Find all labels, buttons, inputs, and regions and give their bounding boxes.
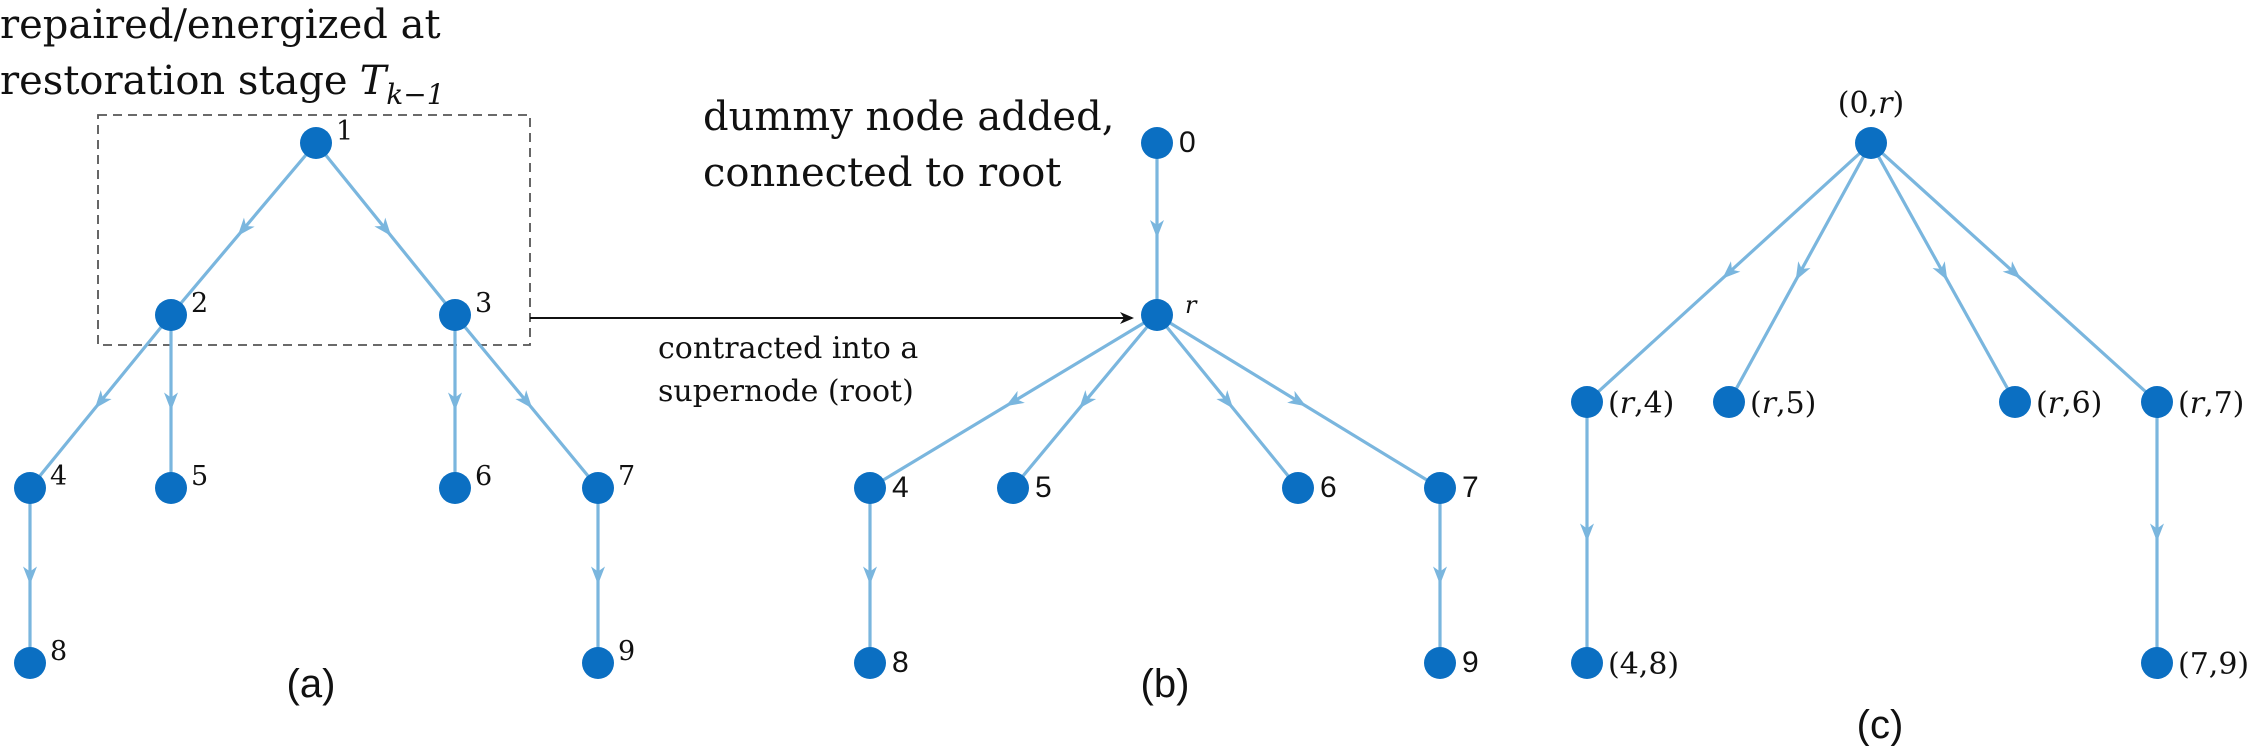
node-b-0 [1141,127,1173,159]
node-label-c-48: (4,8) [1608,647,1679,682]
panel-c-nodes: (0,r) (r,4) (r,5) (r,6) (r,7) (4,8) (7,9) [1571,86,2249,682]
contraction-label-line-2: supernode (root) [658,374,914,409]
node-b-9 [1424,647,1456,679]
node-label-c-r5: (r,5) [1750,386,1816,421]
edge-arrow-c-0r-r4 [1722,261,1741,279]
edge-arrow-a-2-4 [94,390,112,409]
edge-arrow-c-0r-r5 [1795,261,1811,281]
panel-b-nodes: 0 r 4 5 6 7 8 9 [854,126,1479,679]
node-label-a-7: 7 [618,461,635,492]
edge-arrow-c-0r-r6 [1932,261,1948,281]
node-a-1 [300,127,332,159]
node-label-b-5: 5 [1035,471,1052,504]
edge-arrow-c-0r-r7 [2002,261,2021,279]
edge-arrow-b-r-4 [1005,390,1025,407]
node-b-r [1141,299,1173,331]
node-label-b-7: 7 [1462,471,1479,504]
edge-arrow-b-0-r [1150,220,1164,238]
edge-arrow-a-2-5 [164,392,178,411]
edge-arrow-b-r-6 [1216,390,1234,409]
node-b-8 [854,647,886,679]
node-label-b-0: 0 [1179,126,1196,159]
edge-arrow-b-r-7 [1287,390,1307,407]
panel-a-nodes: 1 2 3 4 5 6 7 8 9 [14,116,635,679]
node-c-0r [1855,127,1887,159]
energized-region-box [97,114,531,346]
node-a-7 [582,472,614,504]
node-a-4 [14,472,46,504]
node-label-b-8: 8 [892,646,909,679]
node-label-a-4: 4 [50,461,67,492]
node-c-r5 [1713,386,1745,418]
panel-b-annotation-line-2: connected to root [703,150,1061,196]
panel-b-annotation-line-1: dummy node added, [703,94,1114,140]
node-c-48 [1571,647,1603,679]
panel-a-edges [23,141,605,663]
edge-arrow-a-1-2 [237,217,255,236]
node-b-6 [1282,472,1314,504]
edge-arrow-a-1-3 [374,217,392,236]
edge-arrow-b-7-9 [1433,566,1447,585]
edge-arrow-a-7-9 [591,566,605,585]
panel-b: dummy node added, connected to root 0 r 4 5… [703,94,1479,706]
node-b-4 [854,472,886,504]
node-label-c-0r: (0,r) [1838,86,1904,121]
contraction-arrow-group: contracted into a supernode (root) [530,312,1134,409]
node-label-c-r6: (r,6) [2036,386,2102,421]
node-label-b-6: 6 [1320,471,1337,504]
edge-arrow-b-4-8 [863,566,877,585]
edge-arrow-a-3-6 [448,392,462,411]
node-a-5 [155,472,187,504]
panel-b-edges [863,143,1447,663]
node-label-c-r4: (r,4) [1608,386,1674,421]
node-label-b-4: 4 [892,471,909,504]
node-label-a-9: 9 [618,636,635,667]
node-c-79 [2141,647,2173,679]
node-label-c-r7: (r,7) [2178,386,2244,421]
node-label-a-8: 8 [50,636,67,667]
node-c-r4 [1571,386,1603,418]
panel-c: (0,r) (r,4) (r,5) (r,6) (r,7) (4,8) (7,9) (c) [1571,86,2249,746]
node-label-b-r: r [1185,291,1198,319]
contraction-label-line-1: contracted into a [658,331,918,366]
edge-arrow-a-4-8 [23,566,37,585]
edge-arrow-a-3-7 [515,390,533,409]
node-label-a-2: 2 [191,288,208,319]
node-c-r7 [2141,386,2173,418]
node-a-2 [155,299,187,331]
node-label-c-79: (7,9) [2178,647,2249,682]
node-a-3 [439,299,471,331]
node-a-6 [439,472,471,504]
panel-a-caption: (a) [287,662,336,706]
edge-arrow-c-r7-79 [2150,523,2164,542]
node-label-a-3: 3 [475,288,492,319]
node-label-a-5: 5 [191,461,208,492]
node-a-8 [14,647,46,679]
edge-arrow-c-r4-48 [1580,523,1594,542]
node-label-b-9: 9 [1462,646,1479,679]
edge-arrow-b-r-5 [1079,390,1097,409]
node-a-9 [582,647,614,679]
node-b-7 [1424,472,1456,504]
panel-c-edges [1580,141,2164,663]
node-label-a-1: 1 [336,116,353,147]
panel-a-annotation-line-1: repaired/energized at [0,2,441,48]
node-label-a-6: 6 [475,461,492,492]
node-b-5 [997,472,1029,504]
panel-b-caption: (b) [1141,662,1190,706]
node-c-r6 [1999,386,2031,418]
panel-c-caption: (c) [1857,703,1904,746]
